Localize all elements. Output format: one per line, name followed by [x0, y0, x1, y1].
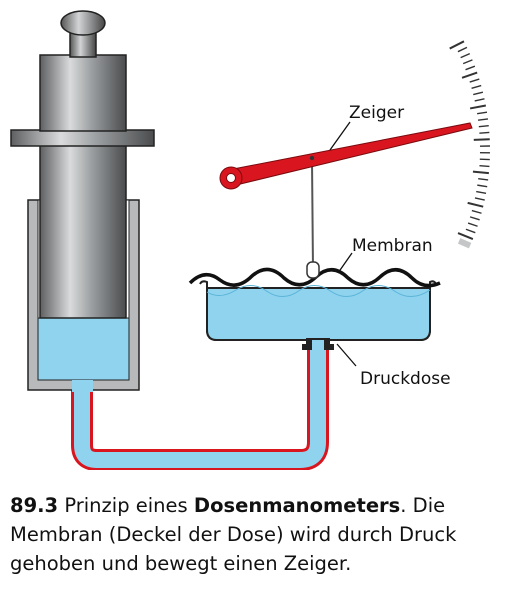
scale-tick [473, 138, 490, 141]
scale-tick [467, 222, 478, 227]
scale-tick [478, 177, 489, 181]
scale-tick [476, 190, 487, 195]
scale-tick [471, 209, 482, 214]
scale-tick [478, 124, 489, 128]
label-pointer: Zeiger [349, 103, 404, 123]
scale-tick [479, 165, 490, 168]
scale-tick [449, 40, 465, 50]
cylinder-water [37, 317, 130, 381]
scale-tick [462, 59, 473, 65]
figure-caption: 89.3 Prinzip eines Dosenmanometers. Die … [10, 491, 510, 578]
scale-end-stop [457, 238, 472, 249]
dial-scale [449, 40, 490, 249]
pressure-capsule [188, 267, 441, 354]
scale-tick [461, 71, 478, 79]
caption-text-after: . Die Membran (Deckel der Dose) wird dur… [10, 494, 457, 575]
connecting-rod [306, 159, 320, 279]
scale-tick [469, 216, 480, 221]
plunger [10, 10, 155, 319]
label-capsule: Druckdose [360, 369, 451, 389]
scale-tick [479, 131, 490, 134]
plunger-knob [60, 10, 106, 36]
scale-tick [477, 118, 489, 121]
scale-tick [474, 197, 485, 201]
leader-membrane [337, 252, 353, 274]
scale-tick [469, 78, 480, 83]
scale-tick [472, 170, 489, 175]
scale-tick [465, 65, 476, 71]
caption-text-before: Prinzip eines [64, 494, 188, 517]
scale-tick [474, 98, 485, 102]
scale-tick [477, 184, 488, 188]
scale-tick [460, 52, 471, 59]
scale-tick [471, 84, 482, 89]
scale-tick [469, 104, 487, 110]
manometer-diagram: Zeiger Membran Druckdose [10, 10, 490, 470]
label-membrane: Membran [352, 236, 433, 256]
connecting-tube [71, 342, 329, 470]
pointer [219, 122, 473, 190]
scale-tick [473, 91, 484, 96]
caption-number: 89.3 [10, 494, 59, 517]
scale-tick [457, 46, 468, 53]
scale-tick [465, 228, 476, 234]
plunger-flange [10, 129, 155, 147]
scale-tick [477, 111, 488, 115]
scale-tick [467, 201, 484, 208]
leader-pointer [329, 121, 351, 151]
caption-bold-term: Dosenmanometers [193, 494, 401, 517]
scale-tick [457, 232, 474, 240]
leader-capsule [336, 343, 357, 367]
